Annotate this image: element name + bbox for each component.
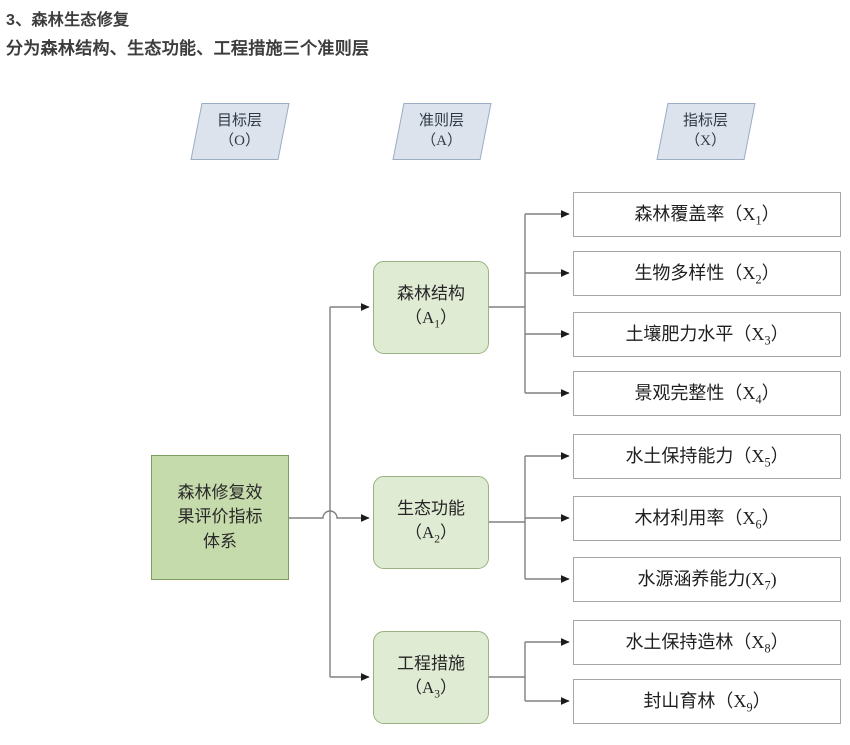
section-title: 3、森林生态修复: [6, 12, 130, 29]
criterion-node-label: 生态功能（A2）: [397, 499, 465, 546]
indicator-node-x1[interactable]: 森林覆盖率（X1）: [573, 192, 841, 237]
criterion-node-a3[interactable]: 工程措施（A3）: [373, 631, 489, 724]
indicator-node-x6[interactable]: 木材利用率（X6）: [573, 496, 841, 541]
section-subtitle: 分为森林结构、生态功能、工程措施三个准则层: [6, 39, 370, 58]
indicator-node-label: 水源涵养能力(X7): [637, 569, 777, 593]
goal-node-label: 森林修复效果评价指标体系: [177, 482, 263, 551]
criterion-node-label: 森林结构（A1）: [397, 284, 465, 331]
indicator-layer-header: 指标层（X）: [656, 103, 756, 160]
criterion-node-label: 工程措施（A3）: [397, 654, 465, 701]
indicator-node-x4[interactable]: 景观完整性（X4）: [573, 371, 841, 416]
indicator-node-x3[interactable]: 土壤肥力水平（X3）: [573, 312, 841, 357]
indicator-node-x9[interactable]: 封山育林（X9）: [573, 679, 841, 724]
criterion-node-a2[interactable]: 生态功能（A2）: [373, 476, 489, 569]
indicator-layer-header-label: 指标层（X）: [683, 113, 729, 150]
criterion-layer-header: 准则层（A）: [392, 103, 492, 160]
criterion-layer-header-label: 准则层（A）: [419, 113, 465, 150]
indicator-node-label: 森林覆盖率（X1）: [634, 204, 780, 228]
indicator-node-x7[interactable]: 水源涵养能力(X7): [573, 557, 841, 602]
goal-layer-header-label: 目标层（O）: [217, 113, 263, 150]
indicator-node-label: 木材利用率（X6）: [634, 508, 780, 532]
indicator-node-label: 水土保持能力（X5）: [625, 446, 789, 470]
indicator-node-label: 封山育林（X9）: [643, 691, 771, 715]
indicator-node-x8[interactable]: 水土保持造林（X8）: [573, 620, 841, 665]
goal-layer-header: 目标层（O）: [190, 103, 290, 160]
indicator-node-label: 景观完整性（X4）: [634, 383, 780, 407]
indicator-node-label: 土壤肥力水平（X3）: [625, 324, 789, 348]
indicator-node-label: 水土保持造林（X8）: [625, 632, 789, 656]
connector: [289, 510, 370, 522]
indicator-node-x2[interactable]: 生物多样性（X2）: [573, 251, 841, 296]
goal-node[interactable]: 森林修复效果评价指标体系: [151, 455, 289, 580]
criterion-node-a1[interactable]: 森林结构（A1）: [373, 261, 489, 354]
indicator-node-label: 生物多样性（X2）: [634, 263, 780, 287]
indicator-node-x5[interactable]: 水土保持能力（X5）: [573, 434, 841, 479]
